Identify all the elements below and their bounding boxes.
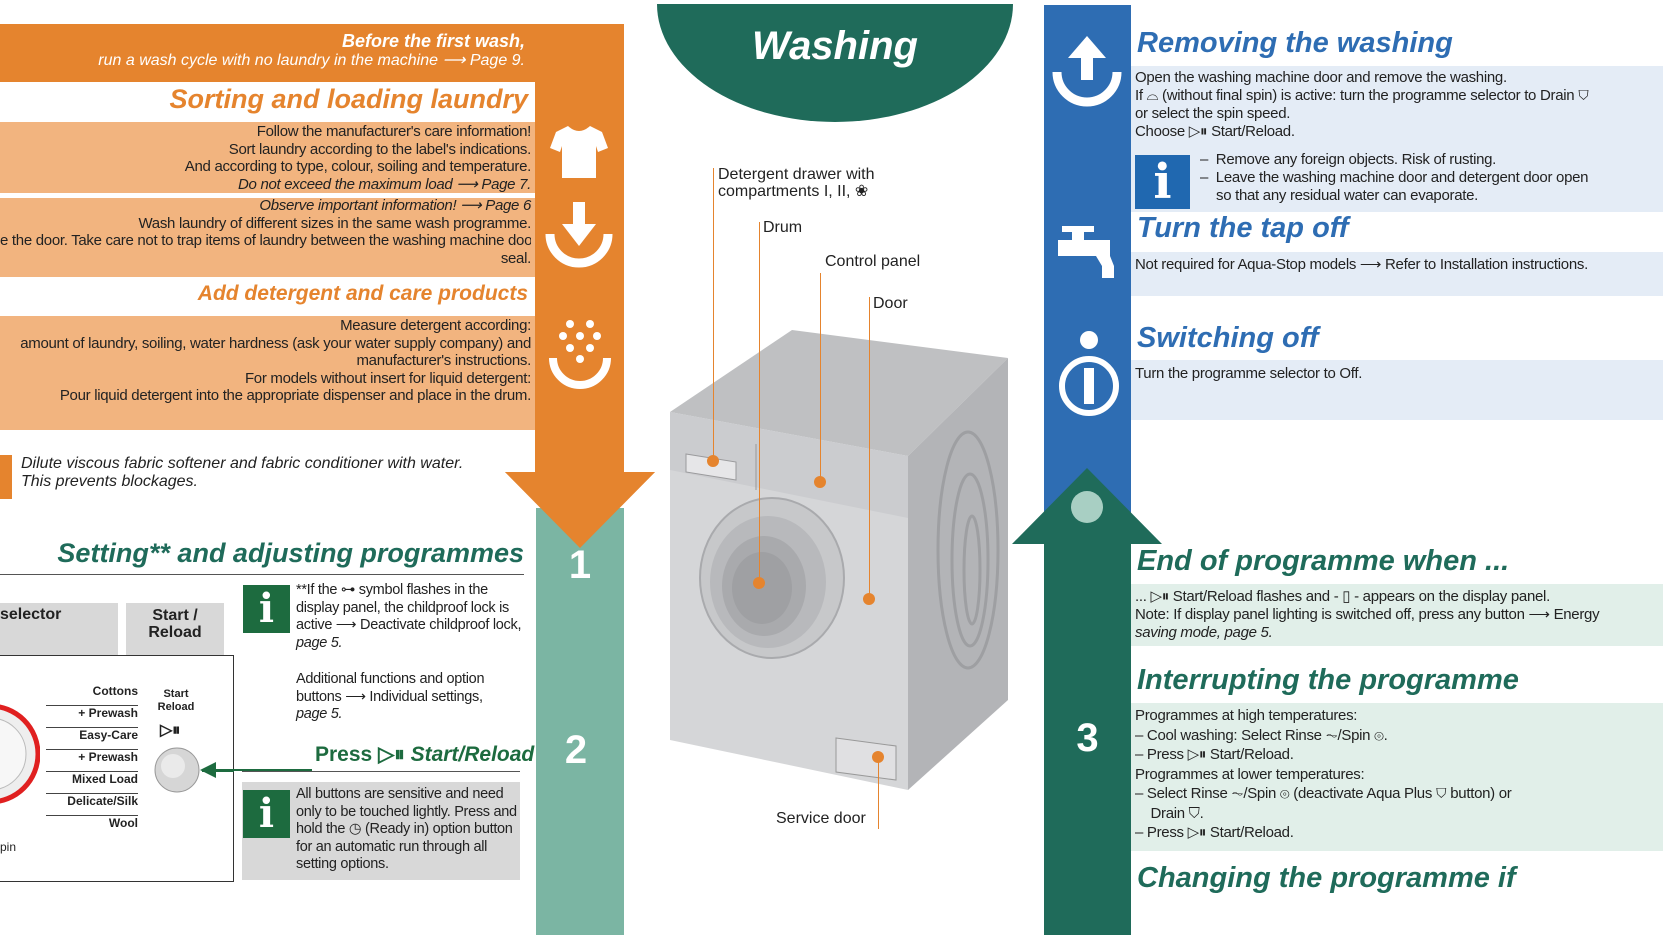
end-box bbox=[1131, 584, 1663, 646]
tap-box bbox=[1131, 252, 1663, 296]
drum-label: Drum bbox=[763, 219, 803, 236]
panel-item-easycare: Easy-Care bbox=[46, 728, 138, 750]
start-tab-label: Start / Reload bbox=[148, 607, 202, 641]
detergent-text: Measure detergent according: amount of l… bbox=[20, 317, 531, 404]
panel-item-mixed: Mixed Load bbox=[46, 772, 138, 794]
detergent-dots-icon bbox=[549, 320, 611, 389]
panel-item-wool: Wool bbox=[108, 816, 138, 830]
service-door-label: Service door bbox=[776, 810, 866, 827]
end-text: ... ▷⏸ Start/Reload flashes and - ▯ - ap… bbox=[1135, 588, 1600, 641]
additional-functions-note: Additional functions and option buttons … bbox=[296, 671, 485, 722]
door-label: Door bbox=[873, 295, 908, 312]
unload-arrow-icon bbox=[1052, 36, 1122, 107]
detergent-drawer-label: Detergent drawer with compartments I, II… bbox=[718, 166, 875, 200]
drawer-dot bbox=[707, 455, 719, 467]
first-wash-text: run a wash cycle with no laundry in the … bbox=[98, 52, 525, 69]
setting-underline bbox=[0, 574, 524, 575]
panel-item-cottons: Cottons bbox=[46, 684, 138, 706]
teal-strip bbox=[536, 508, 624, 935]
drum-dot bbox=[753, 577, 765, 589]
end-title: End of programme when ... bbox=[1137, 545, 1510, 577]
tap-title: Turn the tap off bbox=[1137, 212, 1349, 244]
door-leader bbox=[869, 297, 870, 599]
step-3: 3 bbox=[1076, 716, 1099, 760]
panel-start-symbol: ▷⏸ bbox=[160, 722, 181, 739]
pointer-arrowhead bbox=[200, 762, 216, 778]
control-panel-leader bbox=[820, 273, 821, 483]
switch-text: Turn the programme selector to Off. bbox=[1135, 365, 1363, 382]
selector-dial[interactable] bbox=[0, 694, 40, 814]
interrupt-box bbox=[1131, 703, 1663, 851]
first-wash-heading: Before the first wash, bbox=[341, 31, 525, 51]
press-start-heading: Press ▷⏸ Start/Reload bbox=[315, 743, 535, 766]
power-info-icon bbox=[1059, 331, 1119, 416]
info-icon-2: i bbox=[243, 790, 290, 838]
switch-title: Switching off bbox=[1137, 322, 1319, 354]
sorting-title: Sorting and loading laundry bbox=[169, 84, 528, 114]
tap-text: Not required for Aqua-Stop models ⟶ Refe… bbox=[1135, 256, 1588, 273]
removing-bullets: – Remove any foreign objects. Risk of ru… bbox=[1200, 151, 1589, 204]
info-icon-1: i bbox=[243, 585, 290, 633]
drawer-leader bbox=[713, 168, 714, 460]
step-1: 1 bbox=[568, 543, 592, 587]
panel-list: Cottons + Prewash Easy-Care + Prewash Mi… bbox=[46, 684, 138, 838]
washing-title: Washing bbox=[752, 24, 918, 68]
start-reload-button[interactable] bbox=[153, 746, 201, 794]
washing-machine-illustration bbox=[670, 330, 1008, 790]
panel-item-prewash-1: + Prewash bbox=[46, 706, 138, 728]
changing-title: Changing the programme if bbox=[1137, 862, 1516, 894]
washing-title-badge bbox=[657, 4, 1013, 122]
interrupt-text: Programmes at high temperatures: – Cool … bbox=[1135, 707, 1512, 841]
step-2: 2 bbox=[564, 728, 588, 772]
sensitive-note: All buttons are sensitive and need only … bbox=[296, 786, 517, 872]
dilute-marker bbox=[0, 455, 12, 499]
observe-box bbox=[0, 198, 535, 277]
observe-text: Observe important information! ⟶ Page 6 … bbox=[0, 197, 531, 267]
setting-title: Setting** and adjusting programmes bbox=[57, 538, 524, 568]
first-wash-banner bbox=[0, 24, 624, 82]
panel-item-prewash-2: + Prewash bbox=[46, 750, 138, 772]
circle-marker-icon bbox=[1071, 491, 1103, 523]
load-arrow-icon bbox=[545, 202, 613, 268]
door-dot bbox=[863, 593, 875, 605]
sorting-text: Follow the manufacturer's care informati… bbox=[184, 123, 532, 193]
selector-label: selector bbox=[0, 606, 62, 623]
pointer-line-ext bbox=[212, 769, 312, 771]
removing-text: Open the washing machine door and remove… bbox=[1135, 69, 1589, 140]
panel-start-label: Start Reload bbox=[157, 688, 195, 713]
panel-item-delicate: Delicate/Silk bbox=[46, 794, 138, 816]
tap-icon bbox=[1058, 226, 1114, 278]
pointer-line bbox=[202, 770, 234, 772]
orange-arrow-tip bbox=[505, 472, 655, 548]
tshirt-icon bbox=[550, 126, 608, 178]
interrupt-title: Interrupting the programme bbox=[1137, 664, 1519, 696]
childproof-note: **If the ⊶ symbol flashes in the display… bbox=[296, 582, 522, 651]
green-strip bbox=[1044, 544, 1131, 935]
press-underline bbox=[242, 771, 520, 772]
control-panel-illustration: pin Cottons + Prewash Easy-Care + Prewas… bbox=[0, 655, 234, 882]
info-icon-blue: i bbox=[1135, 155, 1190, 209]
removing-box bbox=[1131, 66, 1663, 212]
detergent-box bbox=[0, 316, 535, 430]
panel-spin-label: pin bbox=[0, 840, 17, 854]
drum-leader bbox=[759, 222, 760, 582]
sorting-box bbox=[0, 122, 535, 193]
play-pause-icon: ▷⏸ bbox=[378, 743, 405, 766]
start-tab bbox=[126, 603, 224, 655]
dilute-text: Dilute viscous fabric softener and fabri… bbox=[21, 455, 464, 490]
removing-title: Removing the washing bbox=[1137, 27, 1453, 59]
service-door-leader bbox=[878, 757, 879, 829]
detergent-title: Add detergent and care products bbox=[197, 282, 528, 305]
selector-tab bbox=[0, 603, 118, 655]
control-panel-label: Control panel bbox=[825, 253, 921, 270]
control-panel-dot bbox=[814, 476, 826, 488]
switch-box bbox=[1131, 360, 1663, 420]
